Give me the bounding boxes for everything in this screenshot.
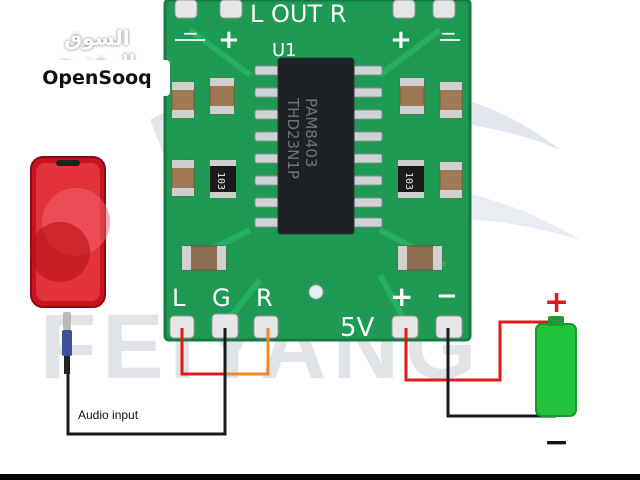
power-label: 5V [340, 313, 375, 343]
power-minus-label: − [436, 281, 458, 311]
resistors: 103 103 [210, 160, 424, 198]
resistor-code-right: 103 [403, 172, 414, 190]
output-label: L OUT R [250, 0, 346, 28]
audio-input-label: Audio input [78, 408, 139, 422]
top-plus-left: + [218, 25, 240, 55]
bottom-border [0, 474, 640, 480]
battery-minus: − [544, 425, 569, 460]
top-output-pads [174, 0, 456, 19]
battery: + − [535, 285, 577, 460]
top-minus-right: − [440, 21, 457, 45]
wire-ground-audio [66, 328, 227, 436]
wiring [66, 320, 558, 436]
resistor-code-left: 103 [215, 172, 226, 190]
power-plus-label: + [390, 280, 413, 313]
pin-label-g: G [212, 284, 231, 312]
mounting-hole [308, 284, 324, 300]
wire-power-negative [446, 328, 556, 418]
wire-left-channel [180, 328, 226, 376]
chip-marking-1: PAM8403 [302, 98, 320, 167]
amplifier-board: L OUT R − + + − U1 PAM8403 THD23N1P [163, 0, 472, 343]
pin-label-r: R [256, 284, 273, 312]
pin-label-l: L [172, 284, 186, 312]
smartphone-image [30, 156, 110, 308]
battery-plus: + [544, 285, 569, 320]
capacitors [171, 77, 463, 271]
amplifier-chip: PAM8403 THD23N1P [254, 57, 383, 235]
brand-logo-label: OpenSooq [24, 60, 170, 96]
chip-designator: U1 [272, 40, 297, 61]
chip-marking-2: THD23N1P [284, 97, 302, 179]
input-pins: L G R [169, 284, 279, 339]
top-minus-left: − [182, 21, 199, 45]
wire-right-channel [226, 328, 270, 376]
wire-power-positive [404, 320, 558, 382]
audio-jack-plug [62, 312, 72, 374]
top-plus-right: + [390, 25, 412, 55]
